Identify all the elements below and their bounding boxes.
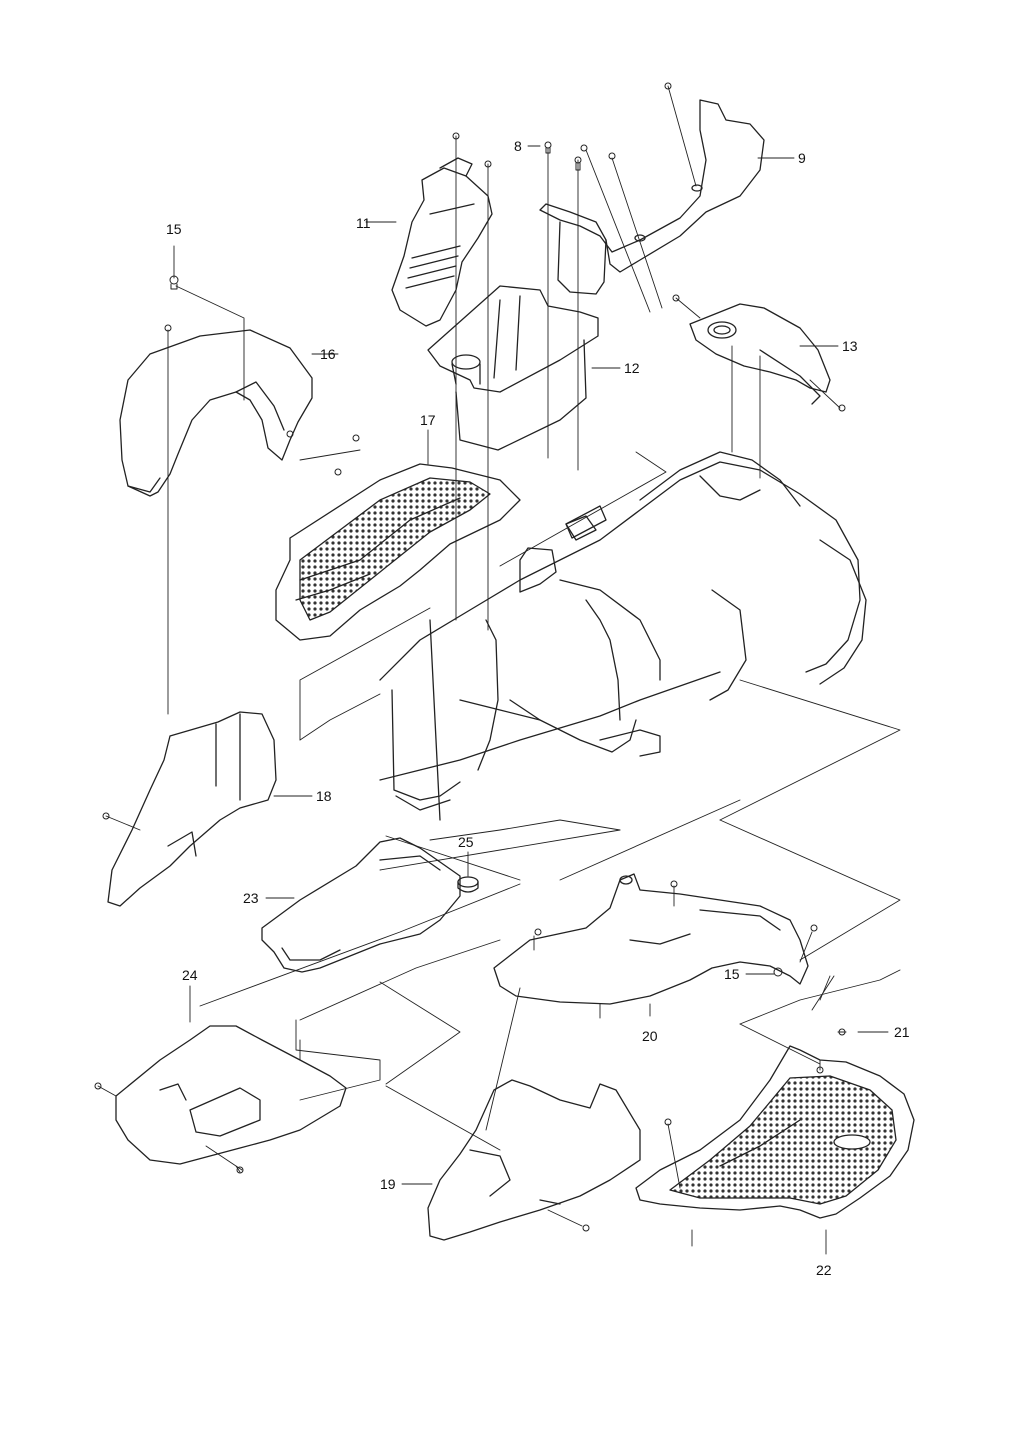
part-22-right-footboard bbox=[635, 1045, 915, 1219]
part-23-deflector bbox=[261, 837, 461, 973]
callout-19: 19 bbox=[380, 1176, 396, 1192]
callout-12: 12 bbox=[624, 360, 640, 376]
part-20-front-hood bbox=[493, 873, 809, 1005]
fasteners bbox=[94, 82, 847, 1232]
callout-21: 21 bbox=[894, 1024, 910, 1040]
callout-20: 20 bbox=[642, 1028, 658, 1044]
callout-17: 17 bbox=[420, 412, 436, 428]
callout-8: 8 bbox=[514, 138, 522, 154]
part-17-left-footboard bbox=[275, 463, 521, 641]
leader-lines bbox=[97, 85, 889, 1255]
part-25-plug bbox=[457, 876, 479, 893]
callout-25: 25 bbox=[458, 834, 474, 850]
callout-22: 22 bbox=[816, 1262, 832, 1278]
part-18-left-skirt bbox=[107, 711, 277, 907]
part-19-right-skirt bbox=[427, 1079, 641, 1241]
part-12-storage-box bbox=[427, 285, 599, 451]
chassis-frame bbox=[379, 451, 867, 821]
callout-labels: 8 9 11 12 13 15 16 17 18 19 20 21 22 23 … bbox=[166, 138, 910, 1278]
part-16-left-fender bbox=[119, 329, 313, 497]
part-13-rear-panel bbox=[689, 303, 831, 405]
callout-15-bottom: 15 bbox=[724, 966, 740, 982]
callout-9: 9 bbox=[798, 150, 806, 166]
callout-13: 13 bbox=[842, 338, 858, 354]
frame-tube bbox=[565, 505, 607, 539]
callout-18: 18 bbox=[316, 788, 332, 804]
callout-23: 23 bbox=[243, 890, 259, 906]
explode-guide-lines bbox=[199, 449, 901, 1151]
part-9-rear-cover bbox=[539, 99, 765, 295]
callout-16: 16 bbox=[320, 346, 336, 362]
part-11-dash-panel bbox=[391, 157, 493, 327]
part-24-bracket bbox=[115, 1025, 347, 1165]
callout-24: 24 bbox=[182, 967, 198, 983]
callout-11: 11 bbox=[356, 215, 371, 231]
callout-15-top: 15 bbox=[166, 221, 182, 237]
